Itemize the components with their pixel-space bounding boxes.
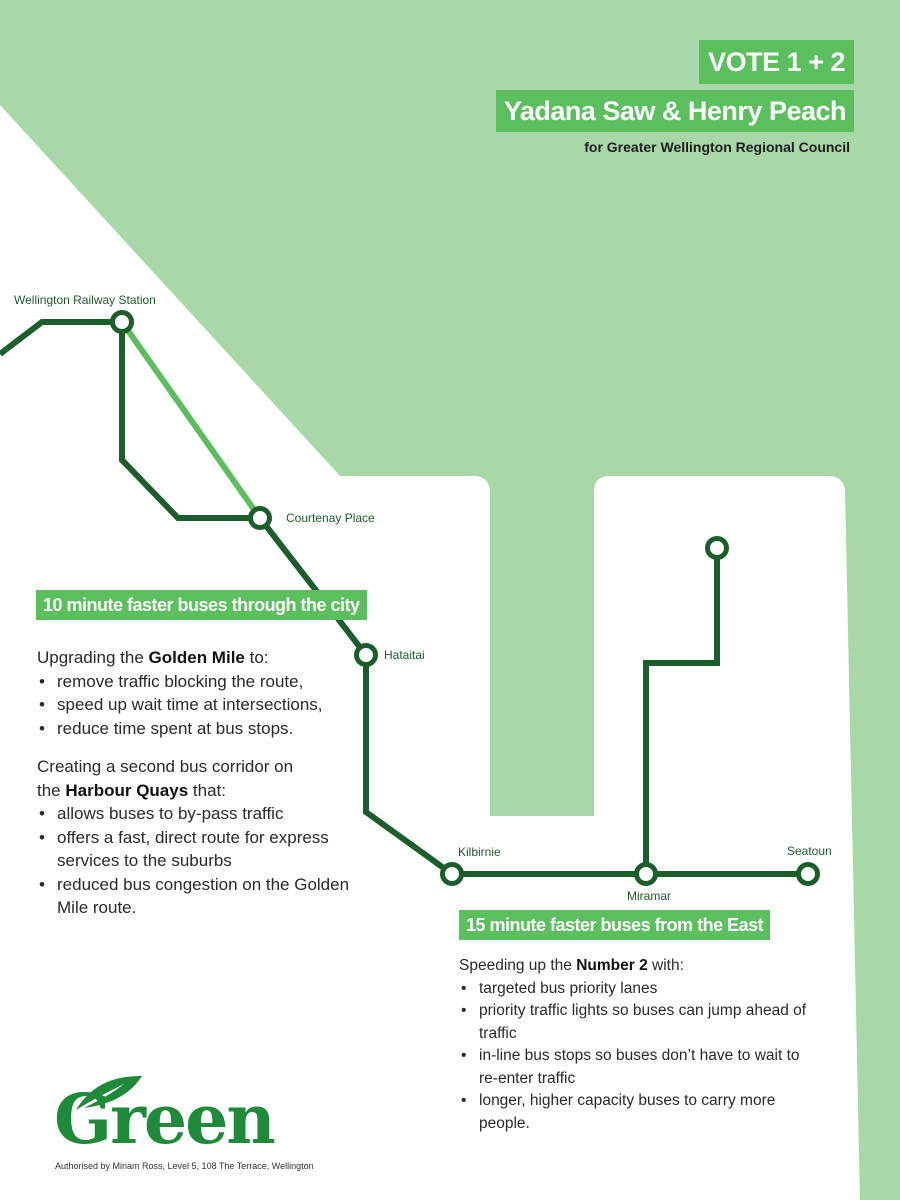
route-line-branch [643,548,720,874]
stop-kilbirnie [440,862,464,886]
corridor-list: allows buses to by-pass traffic offers a… [37,802,357,920]
number-2-intro: Speeding up the Number 2 with: [459,957,684,974]
number-2-term: Number 2 [576,957,648,974]
label-kilbirnie: Kilbirnie [458,845,501,859]
corridor-intro-line2: the Harbour Quays that: [37,780,226,800]
list-item: priority traffic lights so buses can jum… [459,1000,819,1045]
list-item: targeted bus priority lanes [459,978,819,1001]
stop-miramar [634,862,658,886]
stop-branch-terminus [705,536,729,560]
label-seatoun: Seatoun [787,844,832,858]
list-item: longer, higher capacity buses to carry m… [459,1090,819,1135]
stop-wellington-station [110,310,134,334]
council-subtitle: for Greater Wellington Regional Council [584,139,850,155]
label-miramar: Miramar [627,889,671,903]
stop-courtenay-place [248,506,272,530]
route-line-main [0,319,808,877]
list-item: allows buses to by-pass traffic [37,802,357,826]
list-item: remove traffic blocking the route, [37,670,357,694]
stop-hataitai [354,643,378,667]
label-wellington-station: Wellington Railway Station [14,293,156,307]
green-party-logo: Green [54,1076,276,1160]
list-item: offers a fast, direct route for express … [37,826,357,873]
east-section-body: Speeding up the Number 2 with: targeted … [459,955,819,1135]
authorisation-statement: Authorised by Miriam Ross, Level 5, 108 … [55,1161,314,1171]
east-list: targeted bus priority lanes priority tra… [459,978,819,1136]
harbour-quays-term: Harbour Quays [65,780,189,800]
route-line-golden-mile [119,320,263,520]
list-item: reduced bus congestion on the Golden Mil… [37,873,357,920]
leaf-icon [76,1076,142,1110]
list-item: speed up wait time at intersections, [37,693,357,717]
city-section-heading: 10 minute faster buses through the city [36,590,367,620]
city-section-body: Upgrading the Golden Mile to: remove tra… [37,646,357,920]
label-hataitai: Hataitai [384,648,425,662]
list-item: reduce time spent at bus stops. [37,717,357,741]
vote-badge: VOTE 1 + 2 [699,40,854,84]
golden-mile-term: Golden Mile [148,648,245,667]
golden-mile-list: remove traffic blocking the route, speed… [37,670,357,741]
corridor-intro-line1: Creating a second bus corridor on [37,757,294,776]
label-courtenay-place: Courtenay Place [286,511,375,525]
stop-seatoun [796,862,820,886]
east-section-heading: 15 minute faster buses from the East [459,910,771,940]
list-item: in-line bus stops so buses don’t have to… [459,1045,819,1090]
golden-mile-intro: Upgrading the Golden Mile to: [37,648,269,667]
candidates-badge: Yadana Saw & Henry Peach [495,90,854,132]
